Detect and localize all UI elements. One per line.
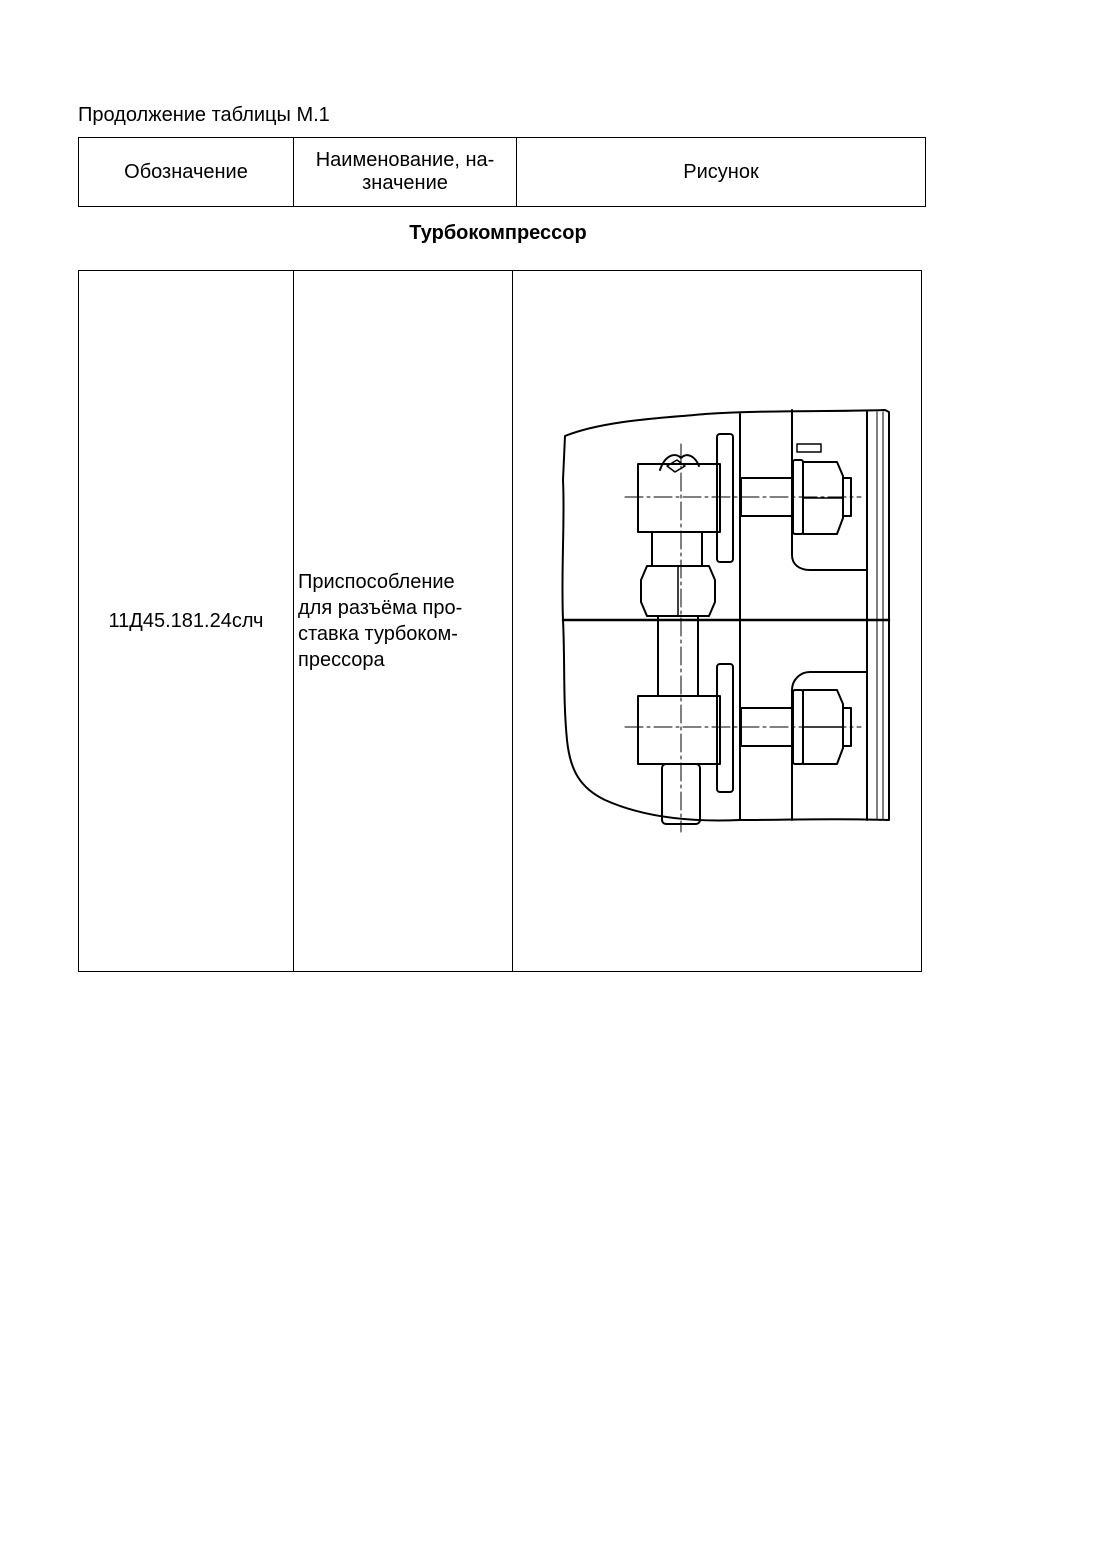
name-line: для разъёма про-: [298, 597, 463, 619]
figure-cell: [512, 270, 922, 972]
name-line: Приспособление: [298, 571, 455, 593]
upper-bracket: [637, 463, 721, 533]
turbocharger-fixture-drawing: [561, 409, 891, 833]
header-designation: Обозначение: [78, 137, 294, 207]
name-line: прессора: [298, 649, 385, 671]
lower-bracket: [637, 695, 721, 765]
upper-nut: [802, 461, 844, 535]
lower-nut: [802, 689, 844, 765]
table-row: 11Д45.181.24слч Приспособление для разъё…: [78, 270, 922, 972]
coupling-nut: [640, 565, 716, 617]
header-name: Наименование, на- значение: [293, 137, 517, 207]
header-name-line2: значение: [362, 172, 448, 194]
name-line: ставка турбоком-: [298, 623, 458, 645]
name-cell: Приспособление для разъёма про- ставка т…: [293, 270, 513, 972]
table-header: Обозначение Наименование, на- значение Р…: [78, 137, 926, 207]
housing-outline: [561, 409, 890, 822]
designation-cell: 11Д45.181.24слч: [78, 270, 294, 972]
section-title: Турбокомпрессор: [409, 222, 587, 244]
header-name-line1: Наименование, на-: [315, 149, 495, 171]
table-body: 11Д45.181.24слч Приспособление для разъё…: [78, 270, 922, 972]
table-caption: Продолжение таблицы М.1: [78, 104, 330, 126]
header-figure: Рисунок: [516, 137, 926, 207]
